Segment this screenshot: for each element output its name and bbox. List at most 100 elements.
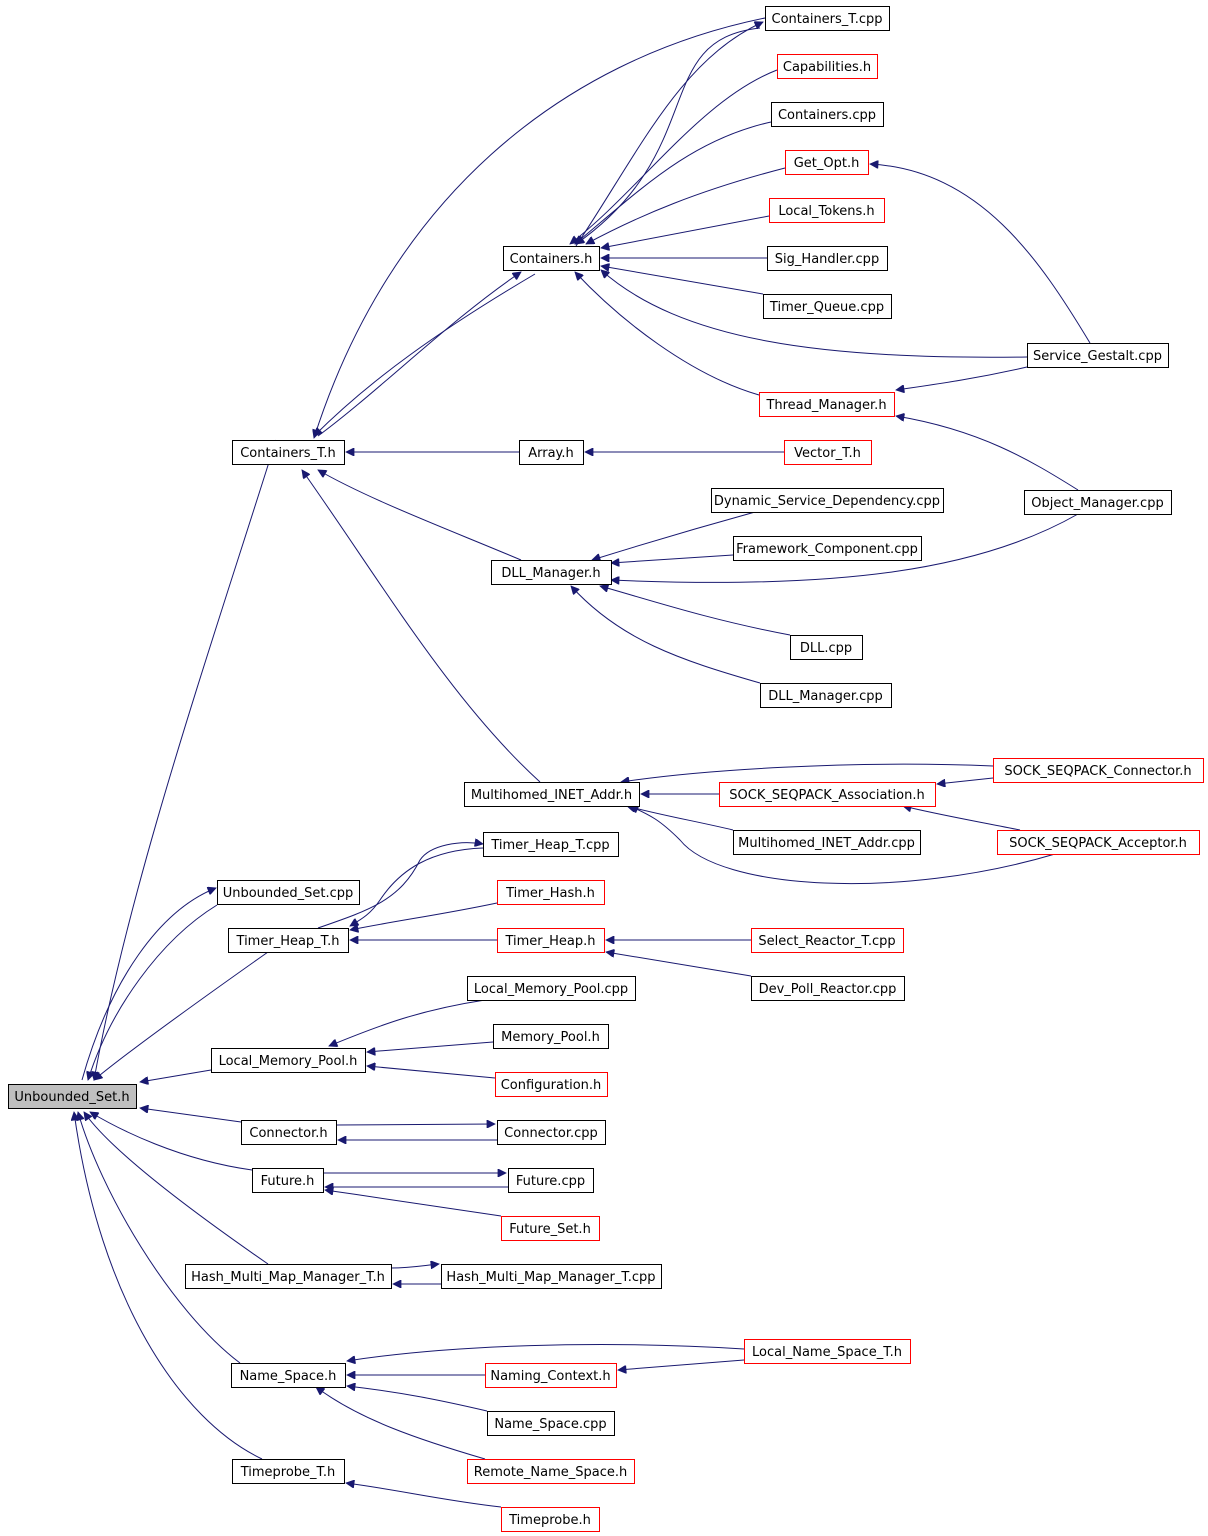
edge-memory_pool_h-to-local_memory_pool_h [367,1041,494,1052]
node-box [751,976,905,1001]
node-box [495,1072,608,1097]
node-box [467,976,636,1001]
node-box [497,880,605,905]
node-sig_handler_cpp[interactable]: Sig_Handler.cpp [767,246,888,271]
node-label: Multihomed_INET_Addr.cpp [738,836,915,851]
node-service_gestalt_cpp[interactable]: Service_Gestalt.cpp [1027,343,1169,368]
node-select_reactor_t_cpp[interactable]: Select_Reactor_T.cpp [751,928,904,953]
node-box [1024,490,1172,515]
node-local_memory_pool_h[interactable]: Local_Memory_Pool.h [211,1048,366,1073]
node-memory_pool_h[interactable]: Memory_Pool.h [493,1024,609,1049]
edge-local_memory_pool_cpp-to-local_memory_pool_h [329,999,486,1046]
node-label: Select_Reactor_T.cpp [758,934,895,949]
node-local_tokens_h[interactable]: Local_Tokens.h [769,198,885,223]
edge-dev_poll_reactor_cpp-to-timer_heap_h [606,952,752,977]
node-label: Local_Tokens.h [778,204,874,219]
node-label: SOCK_SEQPACK_Acceptor.h [1009,836,1187,851]
node-future_cpp[interactable]: Future.cpp [508,1168,594,1193]
node-local_name_space_t_h[interactable]: Local_Name_Space_T.h [744,1339,911,1364]
node-containers_t_h[interactable]: Containers_T.h [232,440,345,465]
node-box [790,635,863,660]
edge-containers_t_cpp-to-containers_h [576,27,761,244]
edge-service_gestalt_cpp-to-containers_h [601,270,1028,358]
node-sock_seqpack_association_h[interactable]: SOCK_SEQPACK_Association.h [719,782,936,807]
node-label: Configuration.h [501,1078,602,1093]
node-timer_heap_t_h[interactable]: Timer_Heap_T.h [228,928,349,953]
node-capabilities_h[interactable]: Capabilities.h [777,54,878,79]
node-box [467,1459,635,1484]
edge-containers_t_h-to-unbounded_set_h [94,439,277,1080]
edge-timeprobe_t_h-to-unbounded_set_h [74,1112,263,1460]
node-name_space_cpp[interactable]: Name_Space.cpp [487,1411,615,1436]
node-object_manager_cpp[interactable]: Object_Manager.cpp [1024,490,1172,515]
node-box [784,440,872,465]
edge-unbounded_set_cpp-to-unbounded_set_h [88,904,218,1080]
node-unbounded_set_h[interactable]: Unbounded_Set.h [8,1084,137,1109]
edge-sock_seqpack_acceptor_h-to-sock_seqpack_association_h [903,806,1021,831]
node-configuration_h[interactable]: Configuration.h [495,1072,608,1097]
node-dev_poll_reactor_cpp[interactable]: Dev_Poll_Reactor.cpp [751,976,905,1001]
node-timeprobe_t_h[interactable]: Timeprobe_T.h [232,1459,345,1484]
node-get_opt_h[interactable]: Get_Opt.h [785,150,869,175]
node-box [733,830,921,855]
node-box [1027,343,1169,368]
node-timer_queue_cpp[interactable]: Timer_Queue.cpp [763,294,892,319]
node-box [777,54,878,79]
node-box [508,1168,594,1193]
node-future_set_h[interactable]: Future_Set.h [501,1216,600,1241]
node-timer_hash_h[interactable]: Timer_Hash.h [497,880,605,905]
node-containers_cpp[interactable]: Containers.cpp [771,102,884,127]
edge-connector_h-to-unbounded_set_h [140,1108,242,1123]
edge-dynamic_service_dependency_cpp-to-dll_manager_h [592,511,756,560]
node-label: Remote_Name_Space.h [474,1465,628,1480]
edge-dll_cpp-to-dll_manager_h [600,586,791,636]
node-hash_multi_map_manager_t_h[interactable]: Hash_Multi_Map_Manager_T.h [185,1264,392,1289]
node-box [487,1411,615,1436]
node-sock_seqpack_acceptor_h[interactable]: SOCK_SEQPACK_Acceptor.h [997,830,1200,855]
node-timer_heap_h[interactable]: Timer_Heap.h [497,928,605,953]
node-box [501,1507,600,1532]
node-containers_h[interactable]: Containers.h [503,246,600,271]
node-name_space_h[interactable]: Name_Space.h [231,1363,346,1388]
node-box [493,1024,609,1049]
node-label: Connector.h [249,1126,327,1141]
node-multihomed_inet_addr_h[interactable]: Multihomed_INET_Addr.h [464,782,640,807]
node-vector_t_h[interactable]: Vector_T.h [784,440,872,465]
node-dll_cpp[interactable]: DLL.cpp [790,635,863,660]
edge-thread_manager_h-to-containers_h [575,272,760,396]
node-remote_name_space_h[interactable]: Remote_Name_Space.h [467,1459,635,1484]
node-connector_cpp[interactable]: Connector.cpp [497,1120,606,1145]
node-dll_manager_cpp[interactable]: DLL_Manager.cpp [760,683,892,708]
node-box [503,246,600,271]
node-multihomed_inet_addr_cpp[interactable]: Multihomed_INET_Addr.cpp [733,830,921,855]
node-timer_heap_t_cpp[interactable]: Timer_Heap_T.cpp [483,832,619,857]
node-box [767,246,888,271]
edge-sock_seqpack_acceptor_h-to-multihomed_inet_addr_h [630,806,1056,885]
edge-timeprobe_h-to-timeprobe_t_h [346,1483,502,1508]
node-box [217,880,360,905]
node-unbounded_set_cpp[interactable]: Unbounded_Set.cpp [217,880,360,905]
node-framework_component_cpp[interactable]: Framework_Component.cpp [733,536,922,561]
node-sock_seqpack_connector_h[interactable]: SOCK_SEQPACK_Connector.h [993,758,1204,783]
node-array_h[interactable]: Array.h [519,440,584,465]
node-label: Containers.h [510,252,593,267]
node-box [485,1363,617,1388]
node-label: Connector.cpp [504,1126,598,1141]
node-dynamic_service_dependency_cpp[interactable]: Dynamic_Service_Dependency.cpp [711,488,944,513]
edge-containers_h-to-containers_t_h [314,273,536,436]
node-connector_h[interactable]: Connector.h [241,1120,337,1145]
node-box [744,1339,911,1364]
node-naming_context_h[interactable]: Naming_Context.h [485,1363,617,1388]
node-timeprobe_h[interactable]: Timeprobe.h [501,1507,600,1532]
node-future_h[interactable]: Future.h [252,1168,324,1193]
edge-object_manager_cpp-to-dll_manager_h [611,513,1079,582]
node-dll_manager_h[interactable]: DLL_Manager.h [491,560,612,585]
node-thread_manager_h[interactable]: Thread_Manager.h [759,392,895,417]
edge-multihomed_inet_addr_cpp-to-multihomed_inet_addr_h [627,806,734,831]
node-box [519,440,584,465]
node-containers_t_cpp[interactable]: Containers_T.cpp [765,6,890,31]
node-hash_multi_map_manager_t_cpp[interactable]: Hash_Multi_Map_Manager_T.cpp [441,1264,662,1289]
node-label: Hash_Multi_Map_Manager_T.cpp [446,1270,655,1285]
node-local_memory_pool_cpp[interactable]: Local_Memory_Pool.cpp [467,976,636,1001]
edge-timer_heap_t_h-to-unbounded_set_h [94,951,269,1080]
